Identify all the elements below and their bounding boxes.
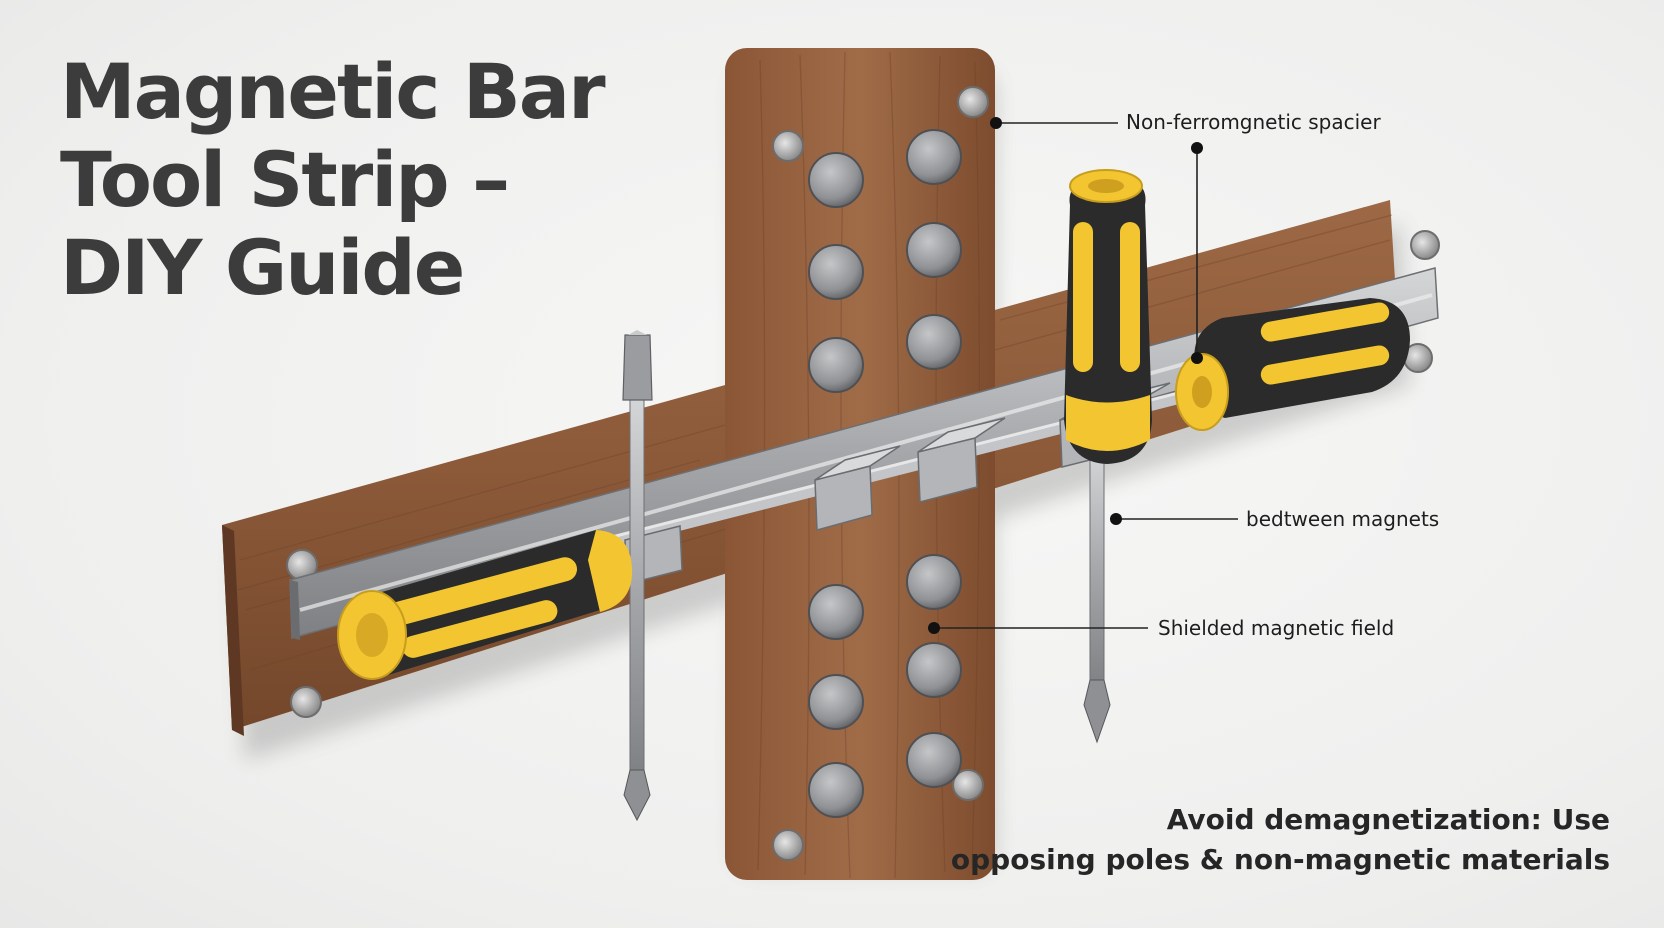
title-line-2: Tool Strip – xyxy=(60,135,510,224)
page-title: Magnetic Bar Tool Strip – DIY Guide xyxy=(60,48,680,312)
screwdriver-vertical-right xyxy=(1064,169,1152,744)
screwdriver-handle-right xyxy=(1175,298,1410,431)
title-line-1: Magnetic Bar xyxy=(60,47,606,136)
screwdriver-handle-left xyxy=(337,530,633,680)
callout-between-label: bedtween magnets xyxy=(1246,507,1440,531)
tip-line-2: opposing poles & non-magnetic materials xyxy=(950,843,1610,876)
callout-spacer-label: Non-ferromgnetic spacier xyxy=(1126,110,1381,134)
title-line-3: DIY Guide xyxy=(60,223,465,312)
screwdriver-vertical-left xyxy=(622,330,653,822)
tip-line-1: Avoid demagnetization: Use xyxy=(1166,803,1610,836)
demagnetization-tip: Avoid demagnetization: Use opposing pole… xyxy=(951,800,1610,880)
callout-shielded-label: Shielded magnetic field xyxy=(1158,616,1395,640)
callout-lines xyxy=(928,117,1238,634)
magnets xyxy=(808,129,962,818)
screws xyxy=(286,86,1440,861)
